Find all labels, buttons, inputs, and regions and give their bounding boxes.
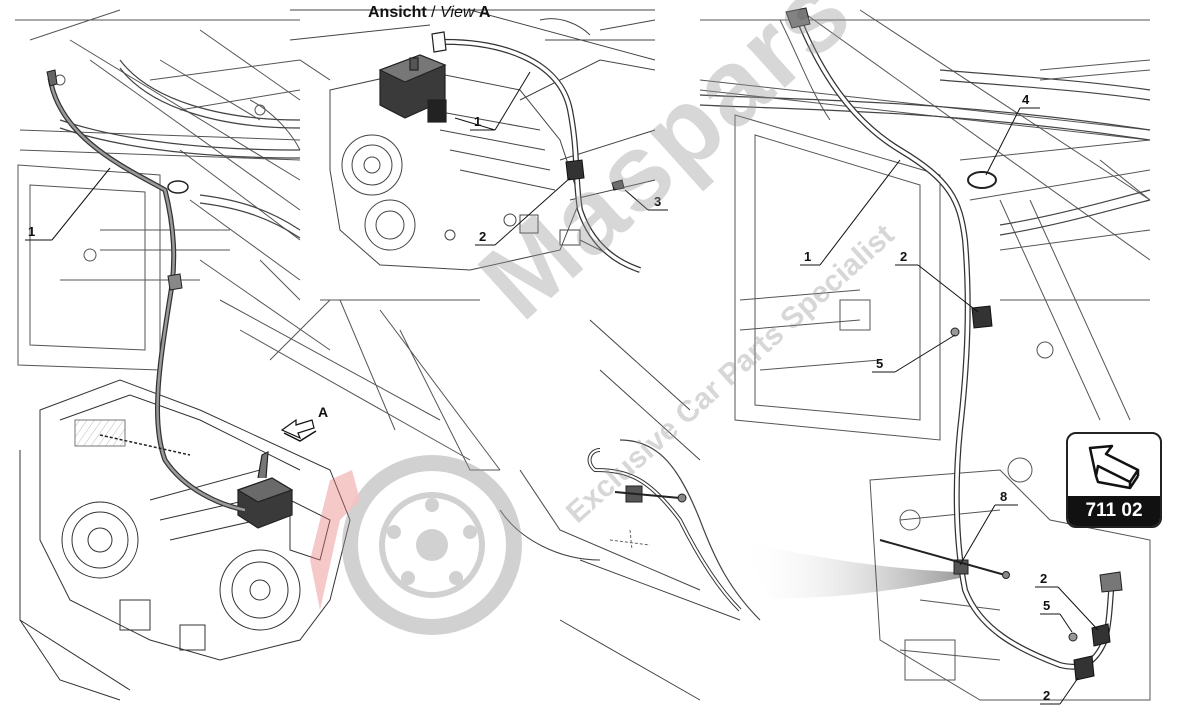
view-a-breather-hose (431, 31, 641, 273)
right-frame-tubes (699, 69, 1151, 236)
callout-3-view-a: 3 (654, 194, 661, 209)
view-a-actuator (378, 54, 447, 123)
callout-1-view-a: 1 (474, 114, 481, 129)
view-title-letter: A (478, 4, 491, 21)
callout-8-right: 8 (1000, 489, 1007, 504)
right-cable-tie (879, 539, 1006, 576)
view-a-drawing (289, 9, 656, 271)
view-a-callouts-lines (454, 71, 668, 246)
left-actuator (236, 450, 294, 529)
callout-2-right-lower: 2 (1043, 688, 1050, 703)
view-title-separator: / (426, 4, 441, 21)
right-cable-tie-head (1002, 571, 1010, 579)
callout-1-right: 1 (804, 249, 811, 264)
page-reference-badge: 711 02 (1066, 432, 1162, 528)
left-hatched-plate (74, 419, 126, 447)
watermark-wheel-icon (310, 455, 522, 635)
right-screws (950, 327, 1078, 642)
view-a-arrow-icon (280, 418, 317, 442)
page-reference-code: 711 02 (1068, 496, 1160, 526)
zoom-pointer (740, 540, 960, 599)
zoom-detail (499, 319, 761, 701)
view-a-title: Ansicht / View A (368, 4, 490, 22)
view-title-de: Ansicht (368, 4, 427, 21)
left-breather-hose (46, 69, 246, 513)
right-breather-hose (785, 7, 1123, 681)
view-title-en: View (440, 4, 475, 21)
right-callouts-lines (800, 107, 1099, 705)
callout-2-view-a: 2 (479, 229, 486, 244)
callout-5-right-lower: 5 (1043, 598, 1050, 613)
callout-2-right-upper: 2 (900, 249, 907, 264)
left-frame-tubes (59, 59, 301, 239)
left-callout-1 (25, 167, 111, 241)
callout-4-right: 4 (1022, 92, 1030, 107)
arrow-up-left-icon (1088, 444, 1140, 490)
callout-2-right-middle: 2 (1040, 571, 1047, 586)
callout-1-left: 1 (28, 224, 35, 239)
callout-5-right-upper: 5 (876, 356, 883, 371)
left-chassis-frame (15, 9, 501, 471)
left-cable-tie (99, 434, 191, 456)
view-a-arrow-label: A (318, 404, 329, 420)
